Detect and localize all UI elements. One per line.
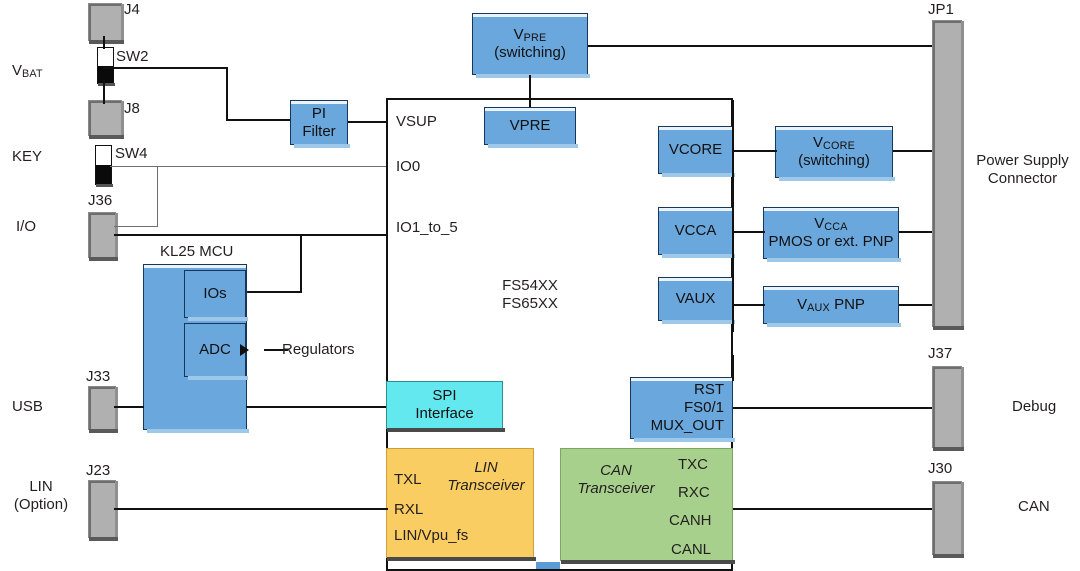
bottom-blue-strip xyxy=(536,562,560,569)
wire-regulators xyxy=(264,349,288,351)
wire-sw2-j8 xyxy=(103,80,105,104)
block-fs-ic[interactable] xyxy=(386,98,733,571)
block-mcu-ios[interactable]: IOs xyxy=(184,270,248,321)
label-io: I/O xyxy=(16,218,37,235)
connector-j33[interactable] xyxy=(88,386,118,433)
pin-canh: CANH xyxy=(669,512,712,529)
connector-j37-label: J37 xyxy=(928,345,953,362)
wire-vpre-to-jp1 xyxy=(588,45,933,47)
wire-vpre-down xyxy=(529,75,531,107)
block-can-transceiver[interactable] xyxy=(560,448,735,564)
switch-sw2[interactable] xyxy=(97,47,115,86)
wire-rst-rail xyxy=(732,355,734,381)
wire-vcore-ext xyxy=(733,150,777,152)
wire-mcu-spi xyxy=(246,406,388,408)
label-usb: USB xyxy=(12,398,43,415)
switch-sw4-label: SW4 xyxy=(115,145,148,162)
pin-txc: TXC xyxy=(678,456,708,473)
wire-vcca-jp1 xyxy=(899,231,933,233)
connector-j37[interactable] xyxy=(932,366,964,451)
connector-j36-label: J36 xyxy=(88,192,113,209)
wire-j36-io1to5 xyxy=(114,234,388,236)
block-rst-fs-mux[interactable]: RST FS0/1 MUX_OUT xyxy=(630,377,735,442)
wire-j33-mcu xyxy=(114,406,144,408)
connector-j4-label: J4 xyxy=(124,1,140,18)
pin-canl: CANL xyxy=(671,541,712,558)
wire-can-to-j30 xyxy=(733,508,933,510)
pin-io0: IO0 xyxy=(396,158,421,175)
connector-j4[interactable] xyxy=(88,3,124,44)
mcu-title: KL25 MCU xyxy=(160,243,234,260)
connector-j23-label: J23 xyxy=(86,462,111,479)
j30-description: CAN xyxy=(1018,498,1050,515)
switch-sw2-label: SW2 xyxy=(116,48,149,65)
lin-transceiver-title: LIN Transceiver xyxy=(447,459,525,494)
j37-description: Debug xyxy=(1012,398,1057,415)
arrow-regulators-to-adc xyxy=(240,344,249,356)
connector-j23[interactable] xyxy=(88,480,118,541)
wire-sw2-right xyxy=(103,67,228,69)
wire-vaux-jp1 xyxy=(899,304,933,306)
wire-pi-to-vsup xyxy=(348,121,388,123)
block-ic-vcore[interactable]: VCORE xyxy=(658,126,735,177)
connector-j33-label: J33 xyxy=(86,368,111,385)
wire-j23-lin xyxy=(114,508,388,510)
vcca-line1: VCCA xyxy=(814,214,848,233)
block-vcore-switching[interactable]: VCORE (switching) xyxy=(775,126,895,181)
block-mcu-adc[interactable]: ADC xyxy=(184,323,248,380)
vpre-switching-line1: VPRE xyxy=(513,25,547,44)
can-transceiver-title: CAN Transceiver xyxy=(577,462,655,497)
vaux-line1: VAUX PNP xyxy=(797,295,865,314)
connector-jp1[interactable] xyxy=(932,20,964,330)
jp1-description: Power Supply Connector xyxy=(976,152,1069,187)
connector-jp1-label: JP1 xyxy=(928,1,954,18)
block-ic-vpre[interactable]: VPRE xyxy=(484,107,578,148)
block-vaux-pnp[interactable]: VAUX PNP xyxy=(763,286,901,327)
wire-ic-rail xyxy=(732,100,734,332)
connector-j30-label: J30 xyxy=(928,460,953,477)
wire-j36-up-v xyxy=(157,166,158,227)
wire-to-pi-filter xyxy=(226,119,292,121)
block-ic-vaux[interactable]: VAUX xyxy=(658,277,735,324)
pin-io1-to-5: IO1_to_5 xyxy=(396,219,458,236)
wire-io-branch-left xyxy=(248,291,302,293)
connector-j36[interactable] xyxy=(88,212,118,261)
switch-sw4[interactable] xyxy=(95,145,113,187)
connector-j8-label: J8 xyxy=(124,100,140,117)
block-pi-filter[interactable]: PI Filter xyxy=(290,100,350,148)
block-ic-vcca[interactable]: VCCA xyxy=(658,207,735,258)
label-regulators: Regulators xyxy=(282,341,355,358)
pin-txl: TXL xyxy=(394,471,422,488)
wire-vcca-ext xyxy=(733,231,765,233)
pin-lin-vpu-fs: LIN/Vpu_fs xyxy=(394,527,469,544)
label-lin-option: LIN (Option) xyxy=(13,478,69,513)
label-vbat: VBAT xyxy=(12,62,43,80)
pin-vsup: VSUP xyxy=(396,113,437,130)
block-lin-transceiver[interactable] xyxy=(386,448,536,561)
connector-j30[interactable] xyxy=(932,481,964,558)
block-spi-interface[interactable]: SPI Interface xyxy=(386,381,505,432)
wire-sw2-down xyxy=(226,67,228,120)
ic-part-numbers: FS54XX FS65XX xyxy=(502,277,558,312)
label-key: KEY xyxy=(12,148,43,165)
connector-j8[interactable] xyxy=(88,100,124,139)
wire-io-branch-down xyxy=(300,234,302,292)
wire-rst-to-j37 xyxy=(733,407,933,409)
wire-sw4-io0 xyxy=(110,166,388,167)
pin-rxc: RXC xyxy=(678,484,710,501)
wire-vcore-jp1 xyxy=(893,150,933,152)
wire-j36-up-h xyxy=(114,226,158,227)
vcore-line1: VCORE xyxy=(812,133,855,152)
pin-rxl: RXL xyxy=(394,501,424,518)
block-vpre-switching[interactable]: VPRE (switching) xyxy=(472,13,590,78)
wire-j4-sw2 xyxy=(103,36,105,49)
wire-vaux-ext xyxy=(733,304,765,306)
block-vcca-pmos-pnp[interactable]: VCCA PMOS or ext. PNP xyxy=(763,207,901,262)
